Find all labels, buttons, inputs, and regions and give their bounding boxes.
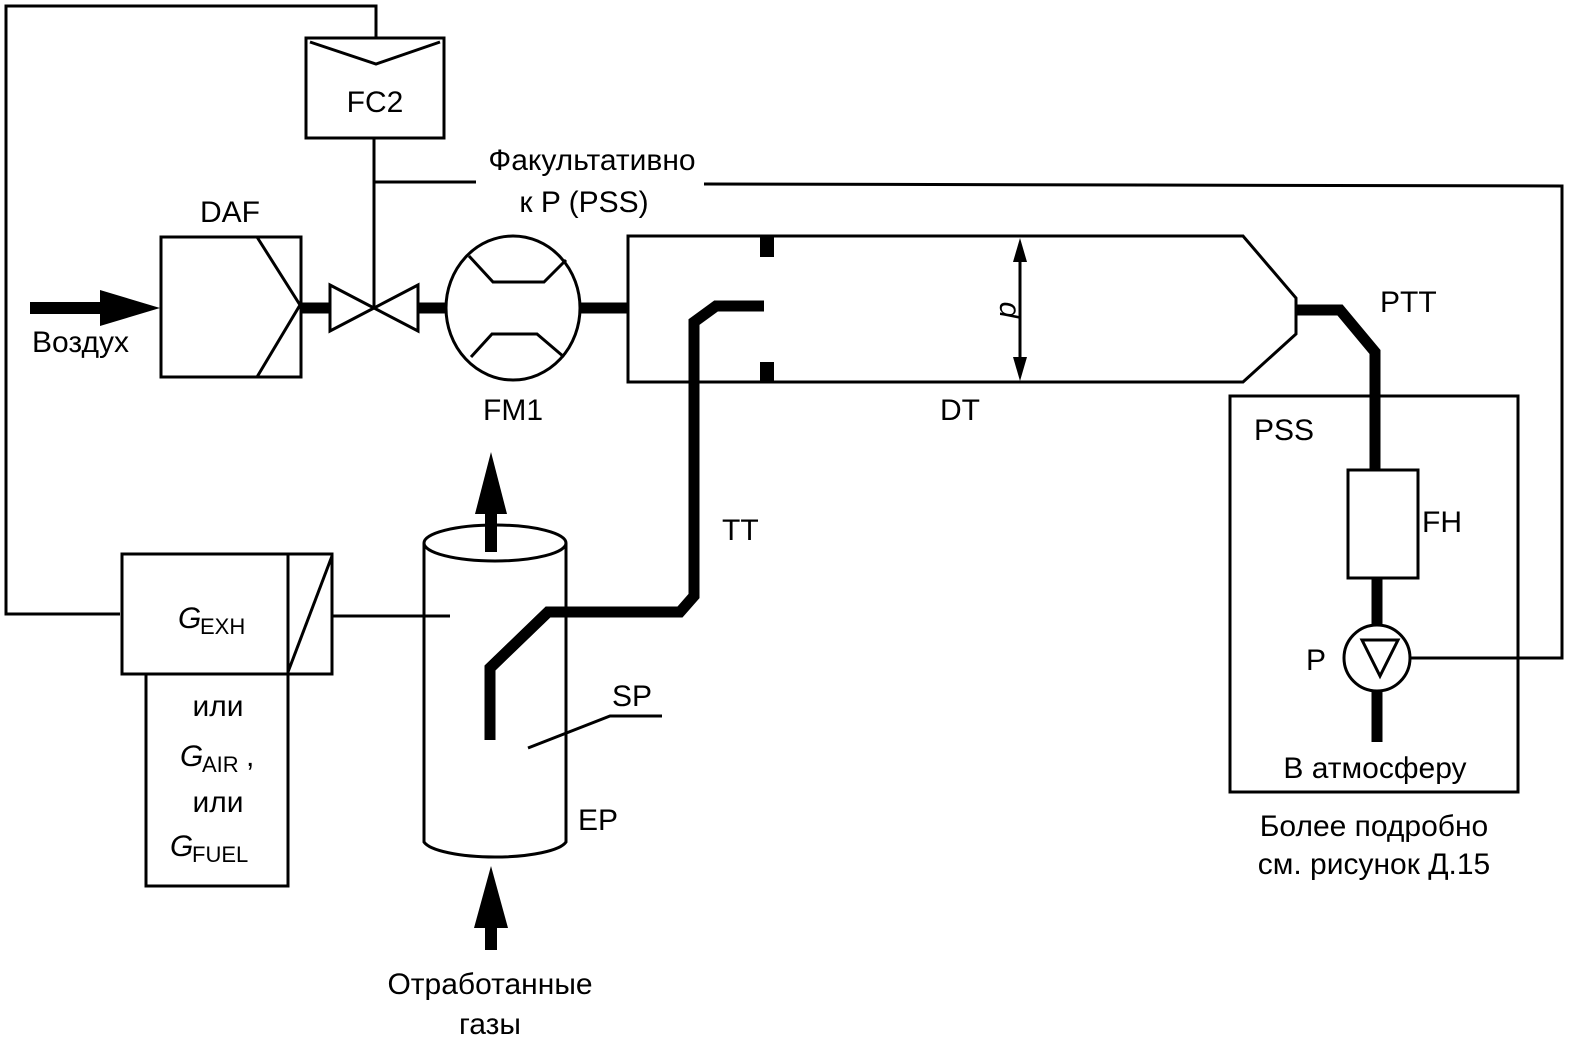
gexh-sub: EXH [200, 614, 245, 639]
gexh-main: G [178, 602, 201, 635]
gair-comma: , [246, 740, 254, 773]
flow-meter-fm1: FM1 [444, 234, 582, 427]
particulate-sampling-system-pss: PSS FH P В атмосферу [1228, 394, 1520, 794]
filter-holder-fh [1346, 468, 1420, 580]
gexh-box [120, 552, 334, 676]
sp-label: SP [612, 680, 652, 713]
air-inlet-label: Воздух [32, 326, 129, 359]
flow-controller-fc2: FC2 [304, 36, 446, 140]
fm1-lower-venturi-icon [469, 332, 565, 359]
fm1-circle [444, 234, 582, 382]
exhaust-flow-measurement-box: G EXH или G AIR , или G FUEL [120, 552, 334, 888]
exhaust-pipe-ep: EP [422, 523, 618, 859]
fm1-upper-venturi-icon [467, 254, 568, 284]
optional-label-line1: Факультативно [488, 144, 695, 177]
more-detail-line1: Более подробно [1260, 810, 1489, 843]
air-inlet-arrow-icon [30, 290, 160, 326]
fh-label: FH [1422, 506, 1462, 539]
pss-label: PSS [1254, 414, 1314, 447]
dt-orifice-bottom [760, 362, 774, 382]
more-detail-line2: см. рисунок Д.15 [1258, 848, 1490, 881]
gair-sub: AIR [202, 752, 239, 777]
dilution-tunnel-dt: d DT [626, 234, 1298, 427]
pump-triangle-icon [1359, 638, 1401, 680]
exhaust-label-line1: Отработанные [387, 968, 592, 1001]
pump-p [1342, 623, 1412, 693]
dt-dimension-arrow-down-icon [1013, 357, 1027, 381]
dt-dimension-label: d [993, 302, 1026, 320]
daf-label: DAF [200, 196, 260, 229]
alt-flow-box [144, 672, 290, 888]
or-label-1: или [192, 690, 243, 723]
ep-body [422, 543, 568, 859]
dt-orifice-top [760, 237, 774, 257]
gexh-diagonal-icon [286, 555, 334, 673]
control-valve-icon [328, 282, 420, 334]
fc2-chevron-icon [309, 40, 441, 66]
dt-body [626, 234, 1298, 384]
optional-label-line2: к P (PSS) [519, 186, 648, 219]
dt-dimension-arrow-up-icon [1013, 238, 1027, 262]
dt-label: DT [940, 394, 980, 427]
gfuel-main: G [170, 830, 193, 863]
to-atmosphere-label: В атмосферу [1283, 752, 1466, 785]
ptt-label: PTT [1380, 286, 1437, 319]
gair-main: G [180, 740, 203, 773]
dilution-air-filter-daf: DAF [159, 196, 303, 379]
fm1-label: FM1 [483, 394, 543, 427]
tt-label: TT [722, 514, 759, 547]
daf-filter-icon [255, 236, 302, 378]
sp-leader-line [527, 714, 662, 750]
fc2-label: FC2 [347, 86, 404, 119]
optional-line-to-pump [703, 182, 1564, 660]
exhaust-in-arrow-icon [474, 866, 508, 950]
pump-label: P [1306, 644, 1326, 677]
ep-label: EP [578, 804, 618, 837]
control-signal-line-gexh-fc2 [4, 4, 378, 616]
exhaust-out-arrow-icon [475, 452, 507, 552]
daf-box [159, 235, 303, 379]
or-label-2: или [192, 786, 243, 819]
exhaust-label-line2: газы [459, 1008, 521, 1041]
gfuel-sub: FUEL [192, 842, 248, 867]
sampling-probe-sp [484, 606, 680, 740]
